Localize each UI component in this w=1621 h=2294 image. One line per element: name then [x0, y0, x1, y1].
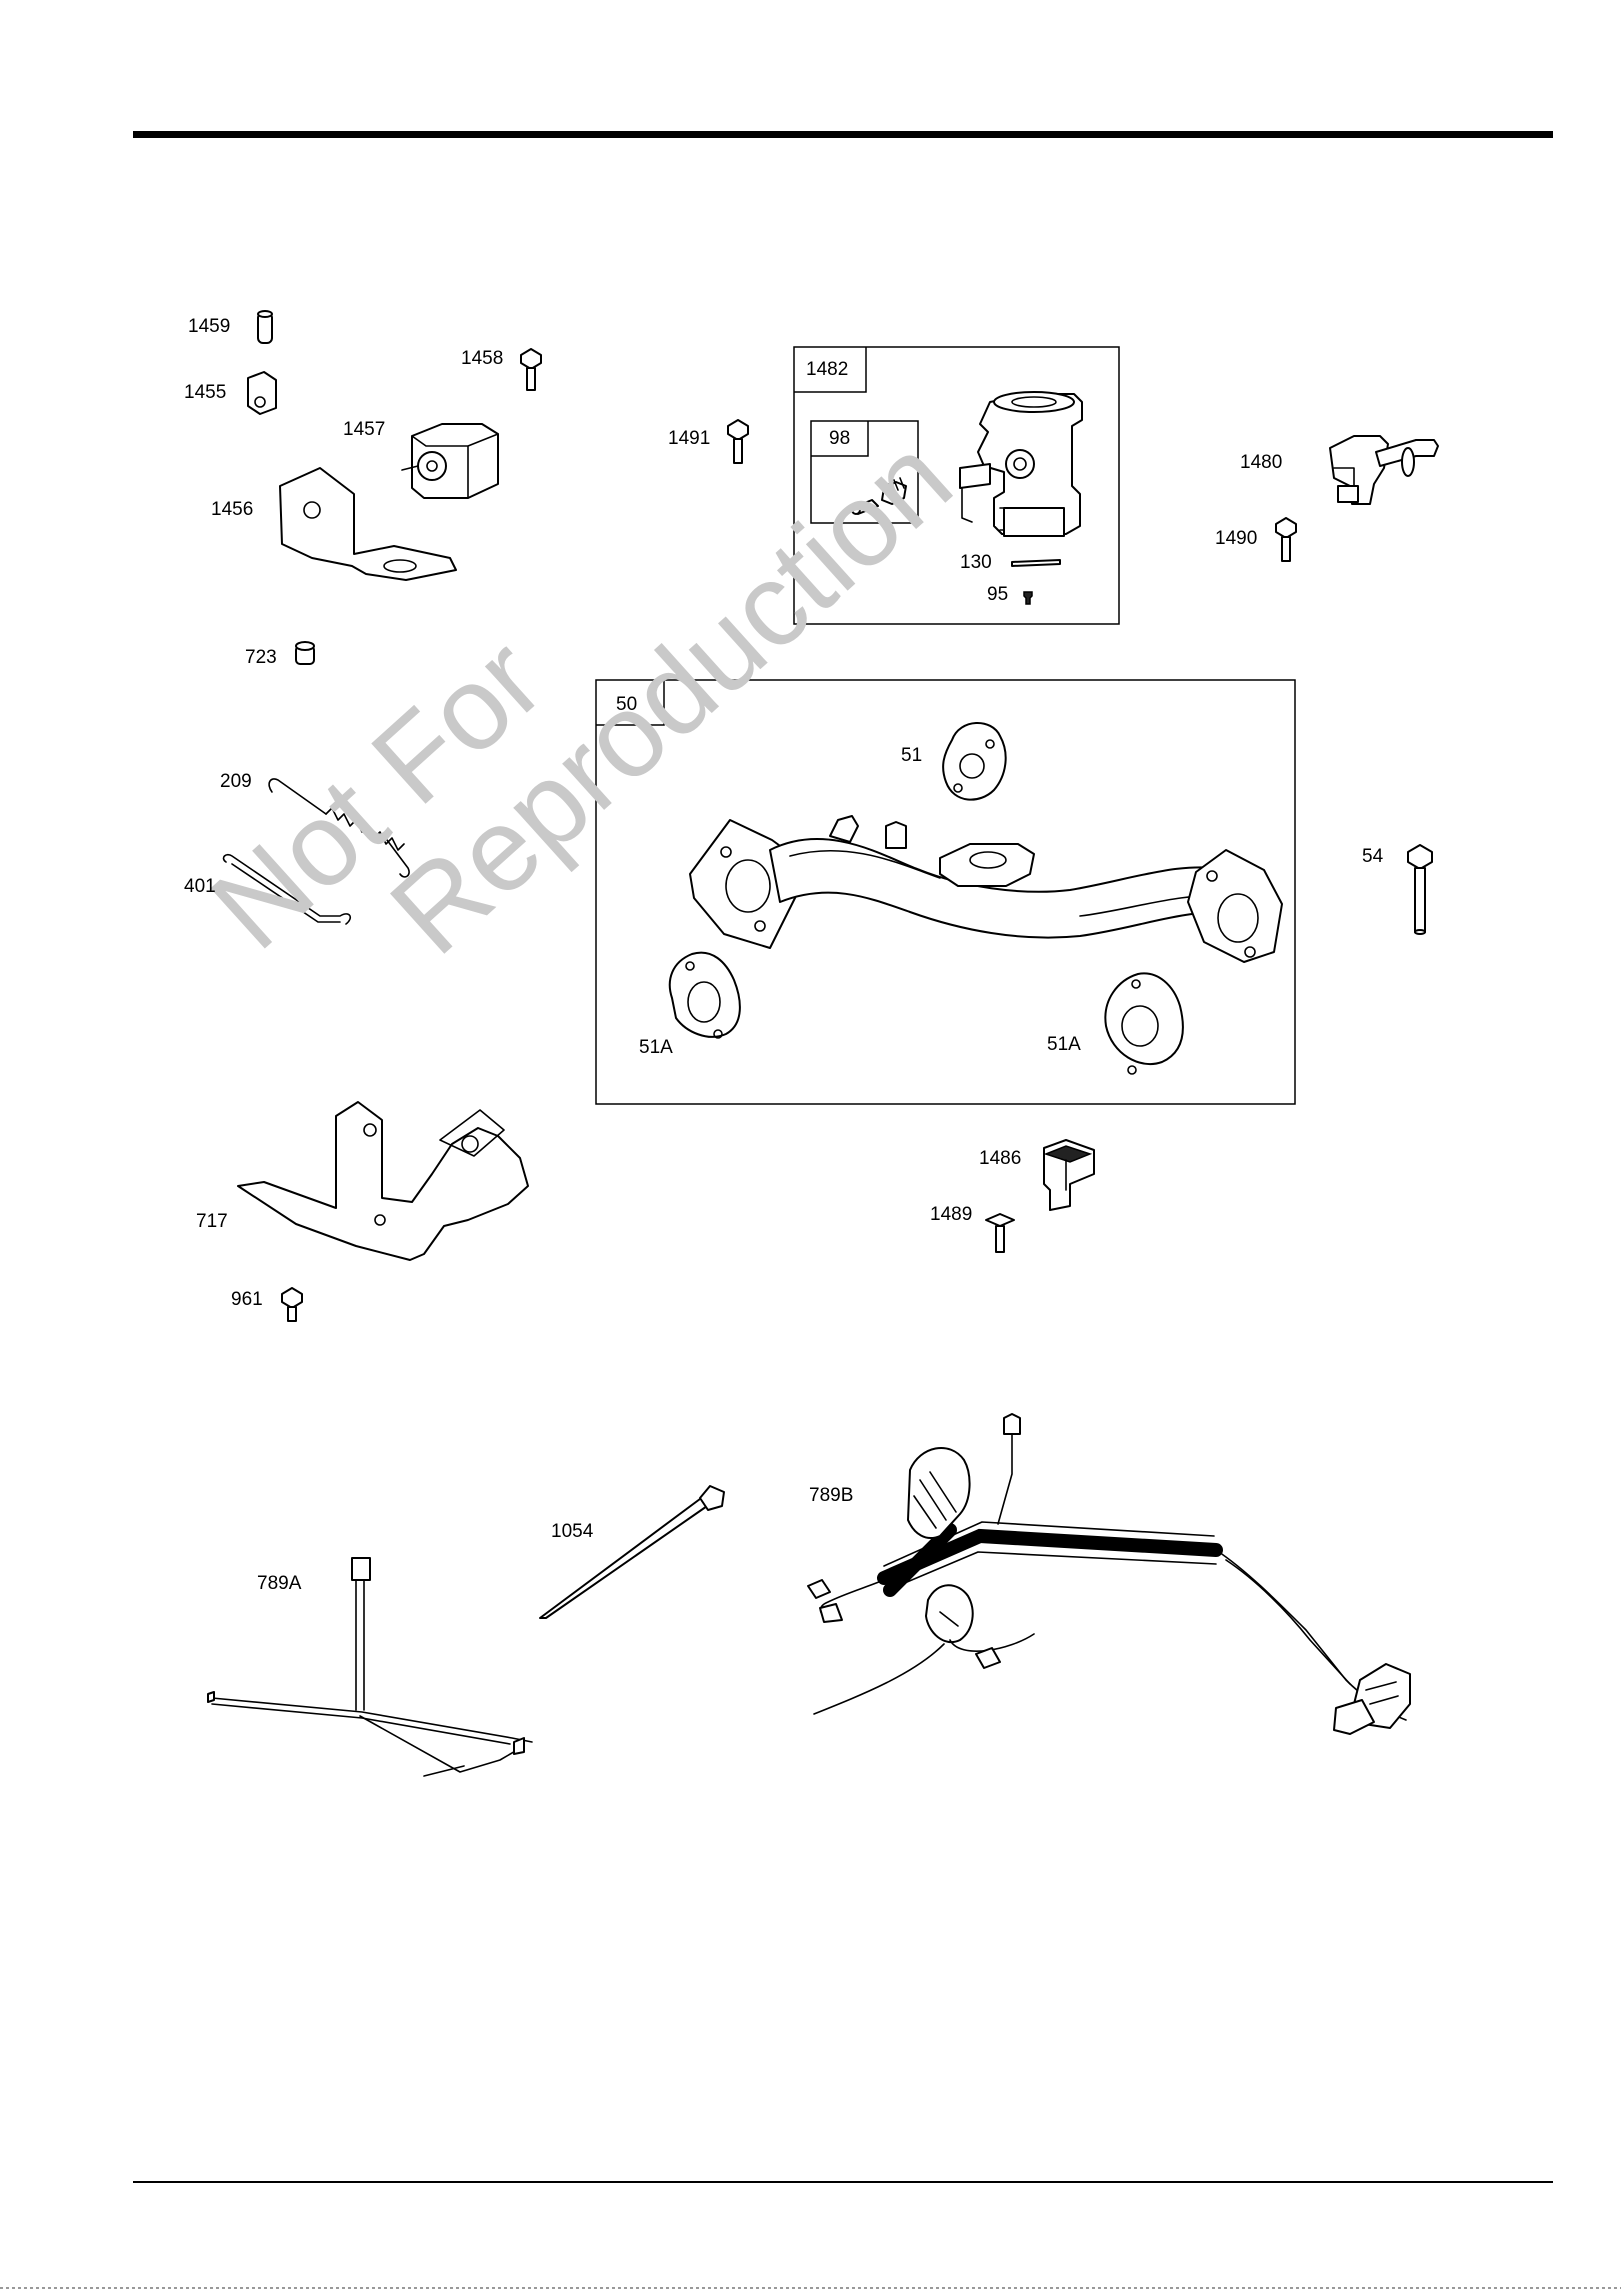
- callout-717: 717: [196, 1212, 228, 1231]
- intake-manifold-part: [690, 816, 1282, 962]
- spring-part-209: [269, 779, 409, 877]
- fuel-injector-part-1480: [1330, 436, 1438, 504]
- callout-1455: 1455: [184, 383, 226, 402]
- callout-209: 209: [220, 772, 252, 791]
- sensor-part-1486: [1044, 1140, 1094, 1210]
- top-rule: [133, 131, 1553, 138]
- rod-part-401: [224, 855, 351, 924]
- callout-401: 401: [184, 877, 216, 896]
- callout-1489: 1489: [930, 1205, 972, 1224]
- bolt-part-1458: [521, 349, 541, 390]
- callout-1456: 1456: [211, 500, 253, 519]
- callout-51: 51: [901, 746, 922, 765]
- kit-label-1482: 1482: [806, 360, 848, 379]
- bolt-part-961: [282, 1288, 302, 1321]
- pin-part-130: [1012, 560, 1060, 566]
- callout-51a-left: 51A: [639, 1038, 673, 1057]
- callout-1490: 1490: [1215, 529, 1257, 548]
- gasket-part-51a-left: [670, 953, 740, 1038]
- repair-kit-pieces: [852, 478, 906, 514]
- sleeve-part-1459: [258, 311, 272, 343]
- bracket-part-717: [238, 1102, 528, 1260]
- cable-tie-part-1054: [540, 1486, 724, 1618]
- kit-label-98: 98: [829, 429, 850, 448]
- bracket-part-1455: [248, 372, 276, 414]
- stepper-motor-part-1457: [402, 424, 498, 498]
- bolt-part-1490: [1276, 518, 1296, 561]
- callout-1054: 1054: [551, 1522, 593, 1541]
- long-bolt-part-54: [1408, 845, 1432, 934]
- callout-1486: 1486: [979, 1149, 1021, 1168]
- bolt-part-1491: [728, 420, 748, 463]
- callout-130: 130: [960, 553, 992, 572]
- callout-723: 723: [245, 648, 277, 667]
- callout-51a-right: 51A: [1047, 1035, 1081, 1054]
- callout-1457: 1457: [343, 420, 385, 439]
- callout-961: 961: [231, 1290, 263, 1309]
- wire-harness-part-789b: [808, 1414, 1410, 1734]
- callout-789a: 789A: [257, 1574, 301, 1593]
- callout-1459: 1459: [188, 317, 230, 336]
- kit-label-50: 50: [616, 695, 637, 714]
- callout-1491: 1491: [668, 429, 710, 448]
- screw-part-95: [1024, 592, 1032, 604]
- callout-95: 95: [987, 585, 1008, 604]
- gasket-part-51: [943, 723, 1006, 800]
- carburetor-part: [960, 392, 1082, 536]
- callout-54: 54: [1362, 847, 1383, 866]
- bottom-rule: [133, 2181, 1553, 2183]
- gasket-part-51a-right: [1105, 973, 1183, 1074]
- callout-789b: 789B: [809, 1486, 853, 1505]
- callout-1458: 1458: [461, 349, 503, 368]
- screw-part-1489: [986, 1214, 1014, 1252]
- callout-1480: 1480: [1240, 453, 1282, 472]
- spacer-part-723: [296, 642, 314, 664]
